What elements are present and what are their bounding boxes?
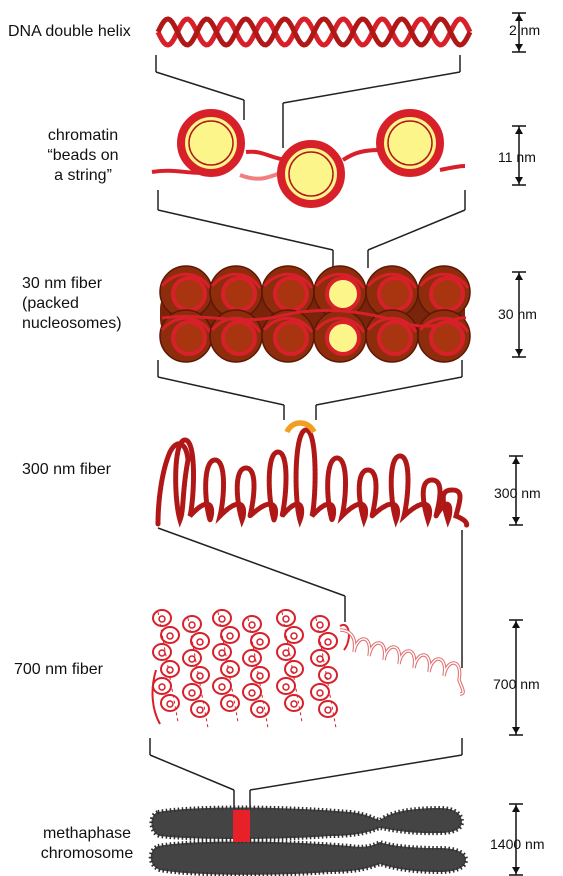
label-line: nucleosomes)	[22, 314, 122, 334]
size-scale-bars	[509, 13, 526, 875]
size-label-1400nm: 1400 nm	[490, 836, 544, 852]
coil-loop	[213, 678, 231, 694]
coil-loop	[285, 661, 303, 677]
coil-loop	[213, 610, 231, 626]
chromatid-upper	[151, 808, 462, 840]
label-metaphase-chromosome: methaphase chromosome	[28, 824, 146, 864]
chromatid-lower	[151, 842, 466, 875]
label-line: “beads on	[40, 146, 126, 166]
beads-on-string	[152, 113, 465, 204]
coil-loop	[319, 667, 337, 683]
label-line: 700 nm fiber	[14, 661, 103, 678]
label-line: chromatin	[40, 126, 126, 146]
label-30nm-fiber: 30 nm fiber (packed nucleosomes)	[22, 274, 122, 334]
packed-nucleosome	[314, 310, 366, 362]
coil-loop	[191, 633, 209, 649]
packed-nucleosome	[366, 310, 418, 362]
coil-loop	[243, 650, 261, 666]
label-line: DNA double helix	[8, 23, 131, 40]
nucleosome-bead	[281, 144, 341, 204]
nucleosome-bead	[380, 113, 440, 173]
coil-loop	[221, 627, 239, 643]
coil-loop	[183, 684, 201, 700]
label-line: methaphase	[28, 824, 146, 844]
highlighted-band	[233, 810, 250, 842]
size-label-300nm: 300 nm	[494, 485, 541, 501]
coil-loop	[183, 616, 201, 632]
funnel-line	[158, 377, 284, 405]
funnel-line	[150, 755, 234, 790]
coil-loop	[221, 695, 239, 711]
unwound-fiber-tail	[340, 630, 463, 694]
coil-loop	[161, 695, 179, 711]
coil-loop	[251, 667, 269, 683]
coil-loop	[191, 701, 209, 717]
coil-loop	[311, 650, 329, 666]
coil-loop	[311, 684, 329, 700]
label-line: a string”	[40, 166, 126, 186]
label-line: (packed	[22, 294, 122, 314]
coil-loop	[153, 678, 171, 694]
coil-loop	[153, 644, 171, 660]
funnel-line	[156, 72, 244, 100]
coil-loop	[213, 644, 231, 660]
coil-loop	[161, 661, 179, 677]
coil-loop	[153, 610, 171, 626]
linker-dna	[240, 172, 283, 179]
funnel-line	[158, 528, 345, 596]
label-700nm-fiber: 700 nm fiber	[14, 660, 103, 680]
30nm-fiber	[160, 266, 470, 362]
label-line: 300 nm fiber	[22, 461, 111, 478]
metaphase-chromosome	[151, 808, 466, 875]
coil-loop	[243, 684, 261, 700]
coil-loop	[311, 616, 329, 632]
looped-fiber	[158, 430, 467, 526]
label-line: chromosome	[28, 844, 146, 864]
label-line: 30 nm fiber	[22, 274, 122, 294]
coil-loop	[251, 633, 269, 649]
coil-loop	[161, 627, 179, 643]
coil-loop	[319, 701, 337, 717]
coil-loop	[285, 695, 303, 711]
coil-loop	[277, 644, 295, 660]
coil-loop	[243, 616, 261, 632]
size-label-11nm: 11 nm	[498, 149, 536, 165]
coil-loop	[251, 701, 269, 717]
label-300nm-fiber: 300 nm fiber	[22, 460, 111, 480]
funnel-line	[250, 755, 462, 790]
coil-loop	[191, 667, 209, 683]
dna-double-helix	[158, 19, 470, 45]
funnel-line	[368, 210, 465, 250]
label-chromatin: chromatin “beads on a string”	[40, 126, 126, 186]
coil-loop	[277, 610, 295, 626]
coil-loop	[221, 661, 239, 677]
300nm-fiber	[158, 423, 467, 526]
coil-loop	[183, 650, 201, 666]
nucleosome-bead	[181, 113, 241, 173]
funnel-line	[158, 210, 333, 250]
size-label-2nm: 2 nm	[509, 22, 540, 38]
700nm-fiber	[153, 610, 349, 728]
size-label-30nm: 30 nm	[498, 306, 537, 322]
label-dna-double-helix: DNA double helix	[8, 22, 131, 42]
coil-loop	[285, 627, 303, 643]
coil-loop	[319, 633, 337, 649]
funnel-line	[283, 72, 460, 103]
size-label-700nm: 700 nm	[493, 676, 540, 692]
funnel-line	[316, 377, 462, 405]
coil-loop	[277, 678, 295, 694]
